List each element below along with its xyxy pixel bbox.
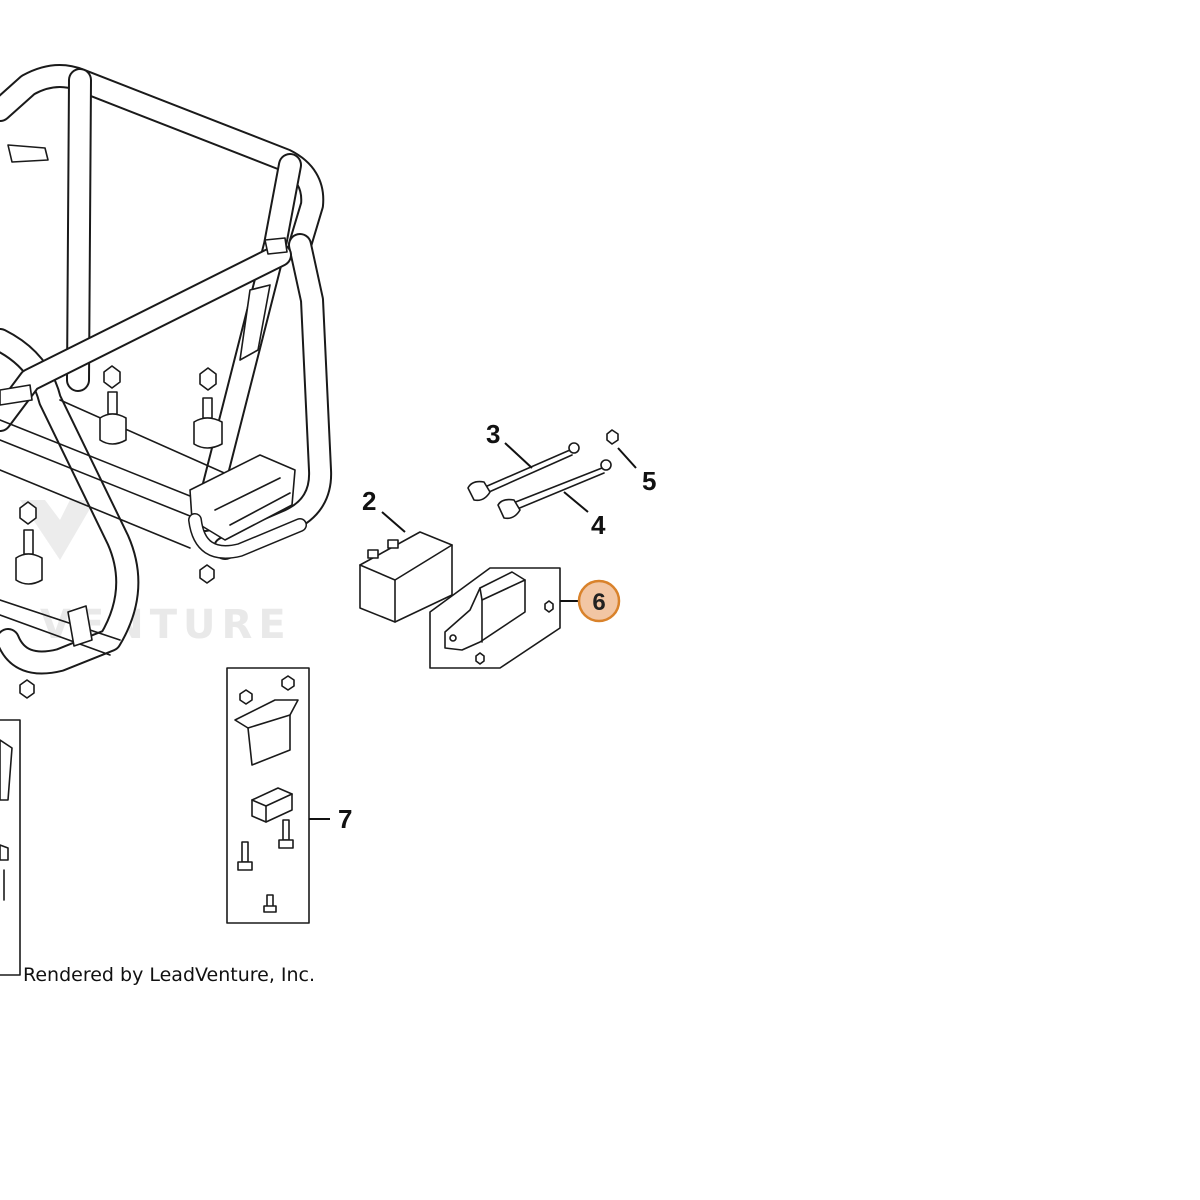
battery-bracket-kit: [429, 567, 561, 669]
render-credit: Rendered by LeadVenture, Inc.: [23, 964, 315, 986]
bolt: [606, 429, 619, 445]
battery-cable-positive: [467, 442, 580, 502]
callout-3[interactable]: 3: [486, 419, 500, 449]
callout-5[interactable]: 5: [642, 466, 656, 496]
callout-6[interactable]: 6: [592, 589, 605, 616]
battery: [359, 531, 453, 623]
engine-mount-1: [99, 365, 127, 445]
callout-7[interactable]: 7: [338, 804, 352, 834]
battery-cable-negative: [497, 459, 612, 520]
engine-mount-3: [15, 501, 43, 585]
mount-kit: [226, 667, 310, 924]
callout-4[interactable]: 4: [591, 510, 606, 540]
leader-lines: [309, 442, 637, 820]
frame-assembly: [0, 64, 333, 699]
callout-2[interactable]: 2: [362, 486, 376, 516]
engine-mount-2: [193, 367, 223, 449]
callout-6-highlight[interactable]: 6: [577, 579, 621, 623]
left-kit-box: [0, 719, 21, 976]
